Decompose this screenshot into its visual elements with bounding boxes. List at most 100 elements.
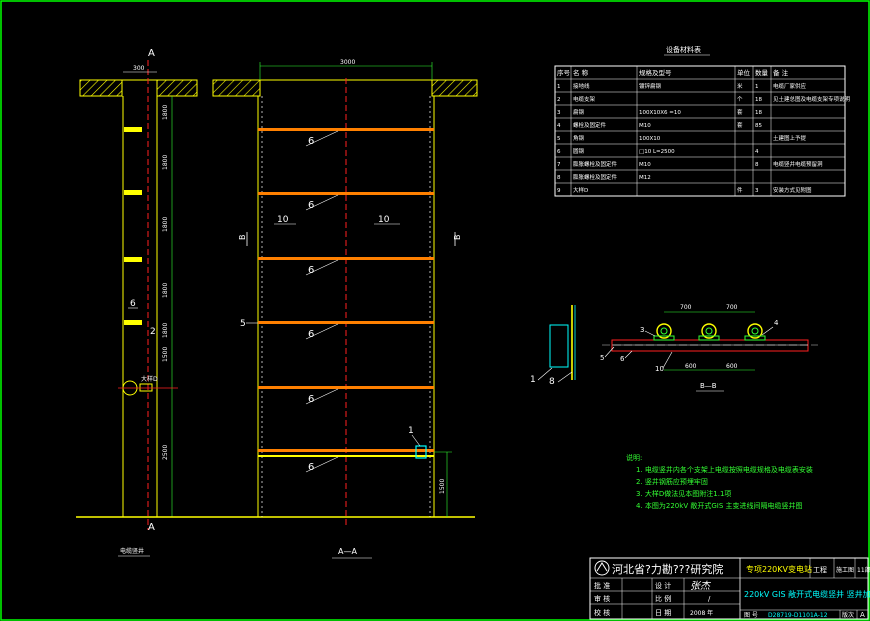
dim-text: 1800 <box>162 155 169 170</box>
scale-value: / <box>708 595 711 603</box>
shelf <box>258 449 434 452</box>
table-cell: 1 <box>755 84 759 90</box>
detail-label: 1 <box>530 375 536 385</box>
shelf-label: 6 <box>308 136 314 147</box>
table-cell: 圆钢 <box>573 147 585 155</box>
table-cell: 3 <box>557 110 561 116</box>
width-dim-text: 3000 <box>340 59 355 66</box>
table-cell: 100X10X6 =10 <box>639 110 681 116</box>
tb-mid-label: 比 例 <box>655 594 671 603</box>
table-cell: 2 <box>557 97 561 103</box>
version-value: A <box>860 611 865 619</box>
bottom-dim-text: 1500 <box>439 479 446 494</box>
table-cell: 大样D <box>573 186 588 194</box>
tb-mid-label: 日 期 <box>655 609 671 617</box>
main-section-view: 3000 6 6 6 6 6 6 10 10 <box>212 59 478 559</box>
leader-line <box>305 194 339 211</box>
table-cell: 6 <box>557 149 561 155</box>
table-cell: 个 <box>737 96 743 103</box>
table-header-cell: 单位 <box>737 68 751 77</box>
table-cell: 米 <box>737 82 743 90</box>
dim-text: 1500 <box>162 347 169 362</box>
table-cell: M10 <box>639 162 651 168</box>
table-cell: 膨胀螺栓及固定件 <box>573 173 618 181</box>
left-section-view: A A 300 1800 1800 1800 1800 1800 1500 25… <box>79 48 198 557</box>
detail-section-view: 700 700 600 600 3 4 5 6 10 1 8 B—B <box>530 304 818 392</box>
vertical-dim-texts: 1800 1800 1800 1800 1800 1500 2500 <box>162 105 169 460</box>
table-cell: M10 <box>639 123 651 129</box>
table-cell: 电缆支架 <box>573 95 596 103</box>
leader-line <box>662 351 673 369</box>
table-cell: 3 <box>755 188 759 194</box>
table-cell: □10 L=2500 <box>639 149 675 155</box>
table-cell: 件 <box>737 186 743 194</box>
detail-label: 10 <box>655 365 664 373</box>
main-ceiling-hatch-left <box>212 79 261 97</box>
cable-clamp <box>701 323 717 339</box>
bracket <box>124 190 142 195</box>
dim-top: 700 <box>680 304 692 311</box>
shelf-label: 6 <box>308 265 314 276</box>
table-cell: 电缆厂家供应 <box>773 82 807 90</box>
table-cell: 7 <box>557 162 561 168</box>
table-header-cell: 序号 <box>557 68 571 77</box>
leader-line <box>305 323 339 340</box>
table-cell: 4 <box>755 149 759 155</box>
cable-clamp-inner <box>705 327 713 335</box>
institute-logo-icon <box>594 560 610 576</box>
detail-label: 8 <box>549 377 555 387</box>
detail-caption: B—B <box>700 382 717 390</box>
left-caption: 电缆竖井 <box>120 547 144 555</box>
dim-text: 1800 <box>162 105 169 120</box>
project-name: 专项220KV变电站 <box>746 564 812 574</box>
table-cell: 电缆竖井电缆预留洞 <box>773 160 823 168</box>
table-cell: 镀锌扁钢 <box>639 82 662 90</box>
drawing-no-label: 图 号 <box>744 612 758 619</box>
title-block-border <box>589 557 869 620</box>
left-num: 5 <box>240 319 246 329</box>
table-cell: 角钢 <box>573 134 585 142</box>
project-phase: 施工图 <box>836 566 854 574</box>
shelf-label: 6 <box>308 394 314 405</box>
leader-line <box>537 367 553 381</box>
table-cell: 膨胀螺栓及固定件 <box>573 160 618 168</box>
leader-line <box>604 346 615 358</box>
part-label: 6 <box>130 299 136 309</box>
institute-logo-mark <box>596 562 608 572</box>
table-cell: 扁钢 <box>573 108 585 116</box>
leader-line <box>644 330 656 337</box>
shelf <box>258 455 434 457</box>
leader-line <box>624 350 633 359</box>
shelves <box>258 128 434 457</box>
cable-clamp-inner <box>660 327 668 335</box>
part-label: 2 <box>150 327 156 337</box>
shelf <box>258 192 434 195</box>
bracket <box>124 127 142 132</box>
table-header-cell: 规格及型号 <box>639 68 672 77</box>
table-header-cell: 备 注 <box>773 68 789 77</box>
designer-signature: 张杰 <box>690 580 711 592</box>
section-mark-bottom: A <box>148 522 155 533</box>
table-cell: 5 <box>557 136 561 142</box>
main-ceiling-hatch-right <box>431 79 478 97</box>
dim-text: 1800 <box>162 323 169 338</box>
table-cell: 套 <box>737 121 743 129</box>
leader-line <box>305 456 339 473</box>
shelf <box>258 128 434 131</box>
detail-label: 4 <box>774 319 779 327</box>
side-label: 10 <box>277 215 289 225</box>
drawing-no: D28719-D1101A-12 <box>768 612 828 619</box>
cable-clamp-inner <box>751 327 759 335</box>
detail-label: 6 <box>620 355 625 363</box>
institute-name: 河北省?力勘???研究院 <box>612 562 723 576</box>
table-header-cell: 数量 <box>755 68 769 77</box>
detail-label: 3 <box>640 326 644 334</box>
note-line: 1. 电缆竖井内各个支架上电缆按照电缆规格及电缆表安装 <box>636 465 813 474</box>
table-cell: 螺栓及固定件 <box>573 121 607 129</box>
left-brackets <box>124 127 142 325</box>
cable-clamps <box>653 323 766 341</box>
note-line: 3. 大样D做法见本图附注1.1项 <box>636 489 731 498</box>
